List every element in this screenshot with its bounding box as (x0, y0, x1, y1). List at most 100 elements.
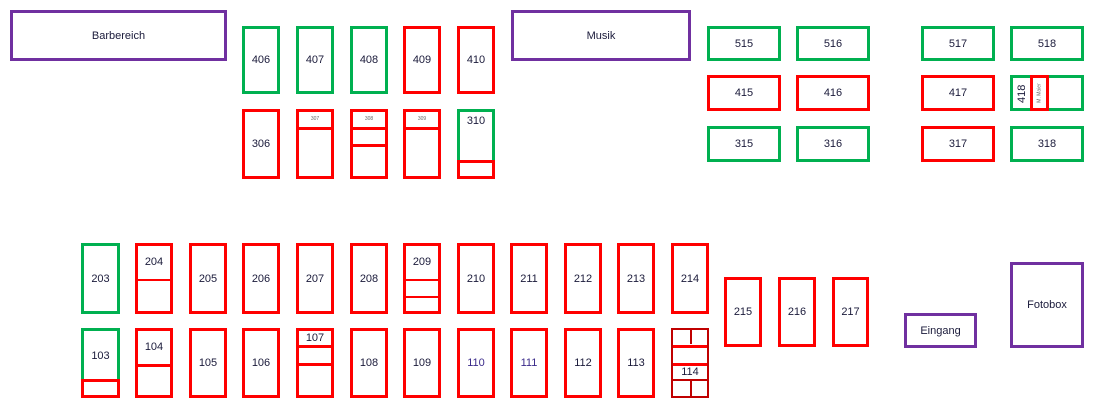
table-label: 203 (91, 272, 110, 285)
table-209[interactable]: 209 (403, 243, 441, 314)
table-418[interactable]: 418 M. Maier (1010, 75, 1084, 111)
table-206[interactable]: 206 (242, 243, 280, 314)
table-417[interactable]: 417 (921, 75, 995, 111)
area-label: Fotobox (1027, 299, 1067, 311)
table-divider (406, 296, 438, 298)
table-label: 410 (466, 54, 486, 66)
table-110[interactable]: 110 (457, 328, 495, 398)
table-515[interactable]: 515 (707, 26, 781, 61)
table-406[interactable]: 406 (242, 26, 280, 94)
table-label: 416 (823, 87, 843, 99)
table-label: 109 (412, 357, 432, 369)
table-103-extension[interactable] (81, 379, 120, 398)
table-316[interactable]: 316 (796, 126, 870, 162)
table-517[interactable]: 517 (921, 26, 995, 61)
table-label: 307 (310, 116, 320, 122)
table-label: 114 (681, 366, 699, 378)
table-label: 211 (520, 272, 538, 285)
table-label: 217 (841, 306, 860, 318)
table-216[interactable]: 216 (778, 277, 816, 347)
table-317[interactable]: 317 (921, 126, 995, 162)
table-label: 111 (520, 357, 538, 369)
table-109[interactable]: 109 (403, 328, 441, 398)
table-label: 215 (733, 306, 753, 318)
table-208[interactable]: 208 (350, 243, 388, 314)
table-407[interactable]: 407 (296, 26, 334, 94)
table-310-extension[interactable] (457, 160, 495, 179)
table-307[interactable]: 307 (296, 109, 334, 179)
table-309[interactable]: 309 (403, 109, 441, 179)
table-label: 204 (144, 256, 164, 268)
table-label: 517 (948, 37, 968, 50)
table-111[interactable]: 111 (510, 328, 548, 398)
area-fotobox[interactable]: Fotobox (1010, 262, 1084, 348)
table-label: 518 (1037, 37, 1057, 50)
table-212[interactable]: 212 (564, 243, 602, 314)
table-label: 515 (734, 37, 754, 50)
table-113[interactable]: 113 (617, 328, 655, 398)
table-308[interactable]: 308 (350, 109, 388, 179)
table-103[interactable]: 103 (81, 328, 120, 381)
table-108[interactable]: 108 (350, 328, 388, 398)
table-214[interactable]: 214 (671, 243, 709, 314)
table-211[interactable]: 211 (510, 243, 548, 314)
table-213[interactable]: 213 (617, 243, 655, 314)
table-label: 216 (787, 306, 807, 318)
table-label: 112 (574, 357, 592, 369)
table-label: 103 (91, 350, 110, 362)
table-label: 308 (364, 116, 374, 122)
area-eingang[interactable]: Eingang (904, 313, 977, 348)
table-207[interactable]: 207 (296, 243, 334, 314)
area-musik[interactable]: Musik (511, 10, 691, 61)
table-label: 516 (823, 37, 843, 50)
table-label: 209 (412, 256, 432, 268)
table-label: 409 (412, 54, 432, 66)
table-divider (353, 127, 385, 130)
table-516[interactable]: 516 (796, 26, 870, 61)
table-divider (690, 330, 692, 344)
table-divider (299, 345, 331, 348)
table-518[interactable]: 518 (1010, 26, 1084, 61)
table-divider (138, 279, 170, 281)
table-105[interactable]: 105 (189, 328, 227, 398)
table-416[interactable]: 416 (796, 75, 870, 111)
table-210[interactable]: 210 (457, 243, 495, 314)
table-label: 210 (466, 272, 486, 285)
table-315[interactable]: 315 (707, 126, 781, 162)
seat-reserved[interactable]: M. Maier (1030, 75, 1049, 111)
table-318[interactable]: 318 (1010, 126, 1084, 162)
table-106[interactable]: 106 (242, 328, 280, 398)
area-label: Eingang (920, 324, 961, 337)
table-label: 309 (417, 116, 427, 122)
table-label: 105 (198, 357, 218, 369)
table-104[interactable]: 104 (135, 328, 173, 398)
table-408[interactable]: 408 (350, 26, 388, 94)
table-114[interactable]: 114 (671, 328, 709, 398)
area-barbereich[interactable]: Barbereich (10, 10, 227, 61)
table-label: 408 (359, 54, 379, 66)
table-217[interactable]: 217 (832, 277, 869, 347)
table-label: 106 (251, 357, 271, 369)
table-310[interactable]: 310 (457, 109, 495, 162)
table-label: 208 (359, 272, 379, 285)
table-410[interactable]: 410 (457, 26, 495, 94)
table-divider (673, 363, 707, 366)
table-409[interactable]: 409 (403, 26, 441, 94)
table-label: 205 (198, 272, 218, 285)
table-205[interactable]: 205 (189, 243, 227, 314)
table-415[interactable]: 415 (707, 75, 781, 111)
table-divider (299, 127, 331, 130)
table-306[interactable]: 306 (242, 109, 280, 179)
table-112[interactable]: 112 (564, 328, 602, 398)
table-215[interactable]: 215 (724, 277, 762, 347)
table-divider (138, 364, 170, 367)
table-divider (673, 345, 707, 348)
table-203[interactable]: 203 (81, 243, 120, 314)
table-label: 113 (627, 357, 645, 369)
table-107[interactable]: 107 (296, 328, 334, 398)
area-label: Musik (586, 29, 616, 42)
table-204[interactable]: 204 (135, 243, 173, 314)
table-label: 110 (467, 357, 485, 369)
table-label: 310 (466, 115, 486, 127)
